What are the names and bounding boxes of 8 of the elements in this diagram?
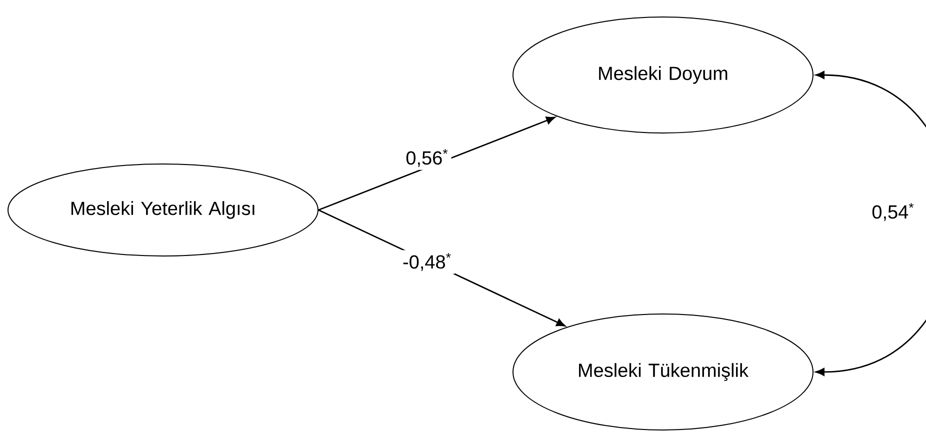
ellipse-node: Mesleki Tükenmişlik (512, 314, 814, 430)
arrow (318, 116, 556, 211)
arrow (815, 71, 926, 376)
edge-label: 0,56$^{*}$ (402, 146, 452, 170)
ellipse-node: Mesleki Yeterlik Algısı (8, 164, 318, 256)
edge-label: 0,54$^{*}$ (868, 200, 918, 224)
edge-label: -0,48$^{*}$ (400, 250, 454, 274)
ellipse-node: Mesleki Doyum (512, 16, 814, 134)
